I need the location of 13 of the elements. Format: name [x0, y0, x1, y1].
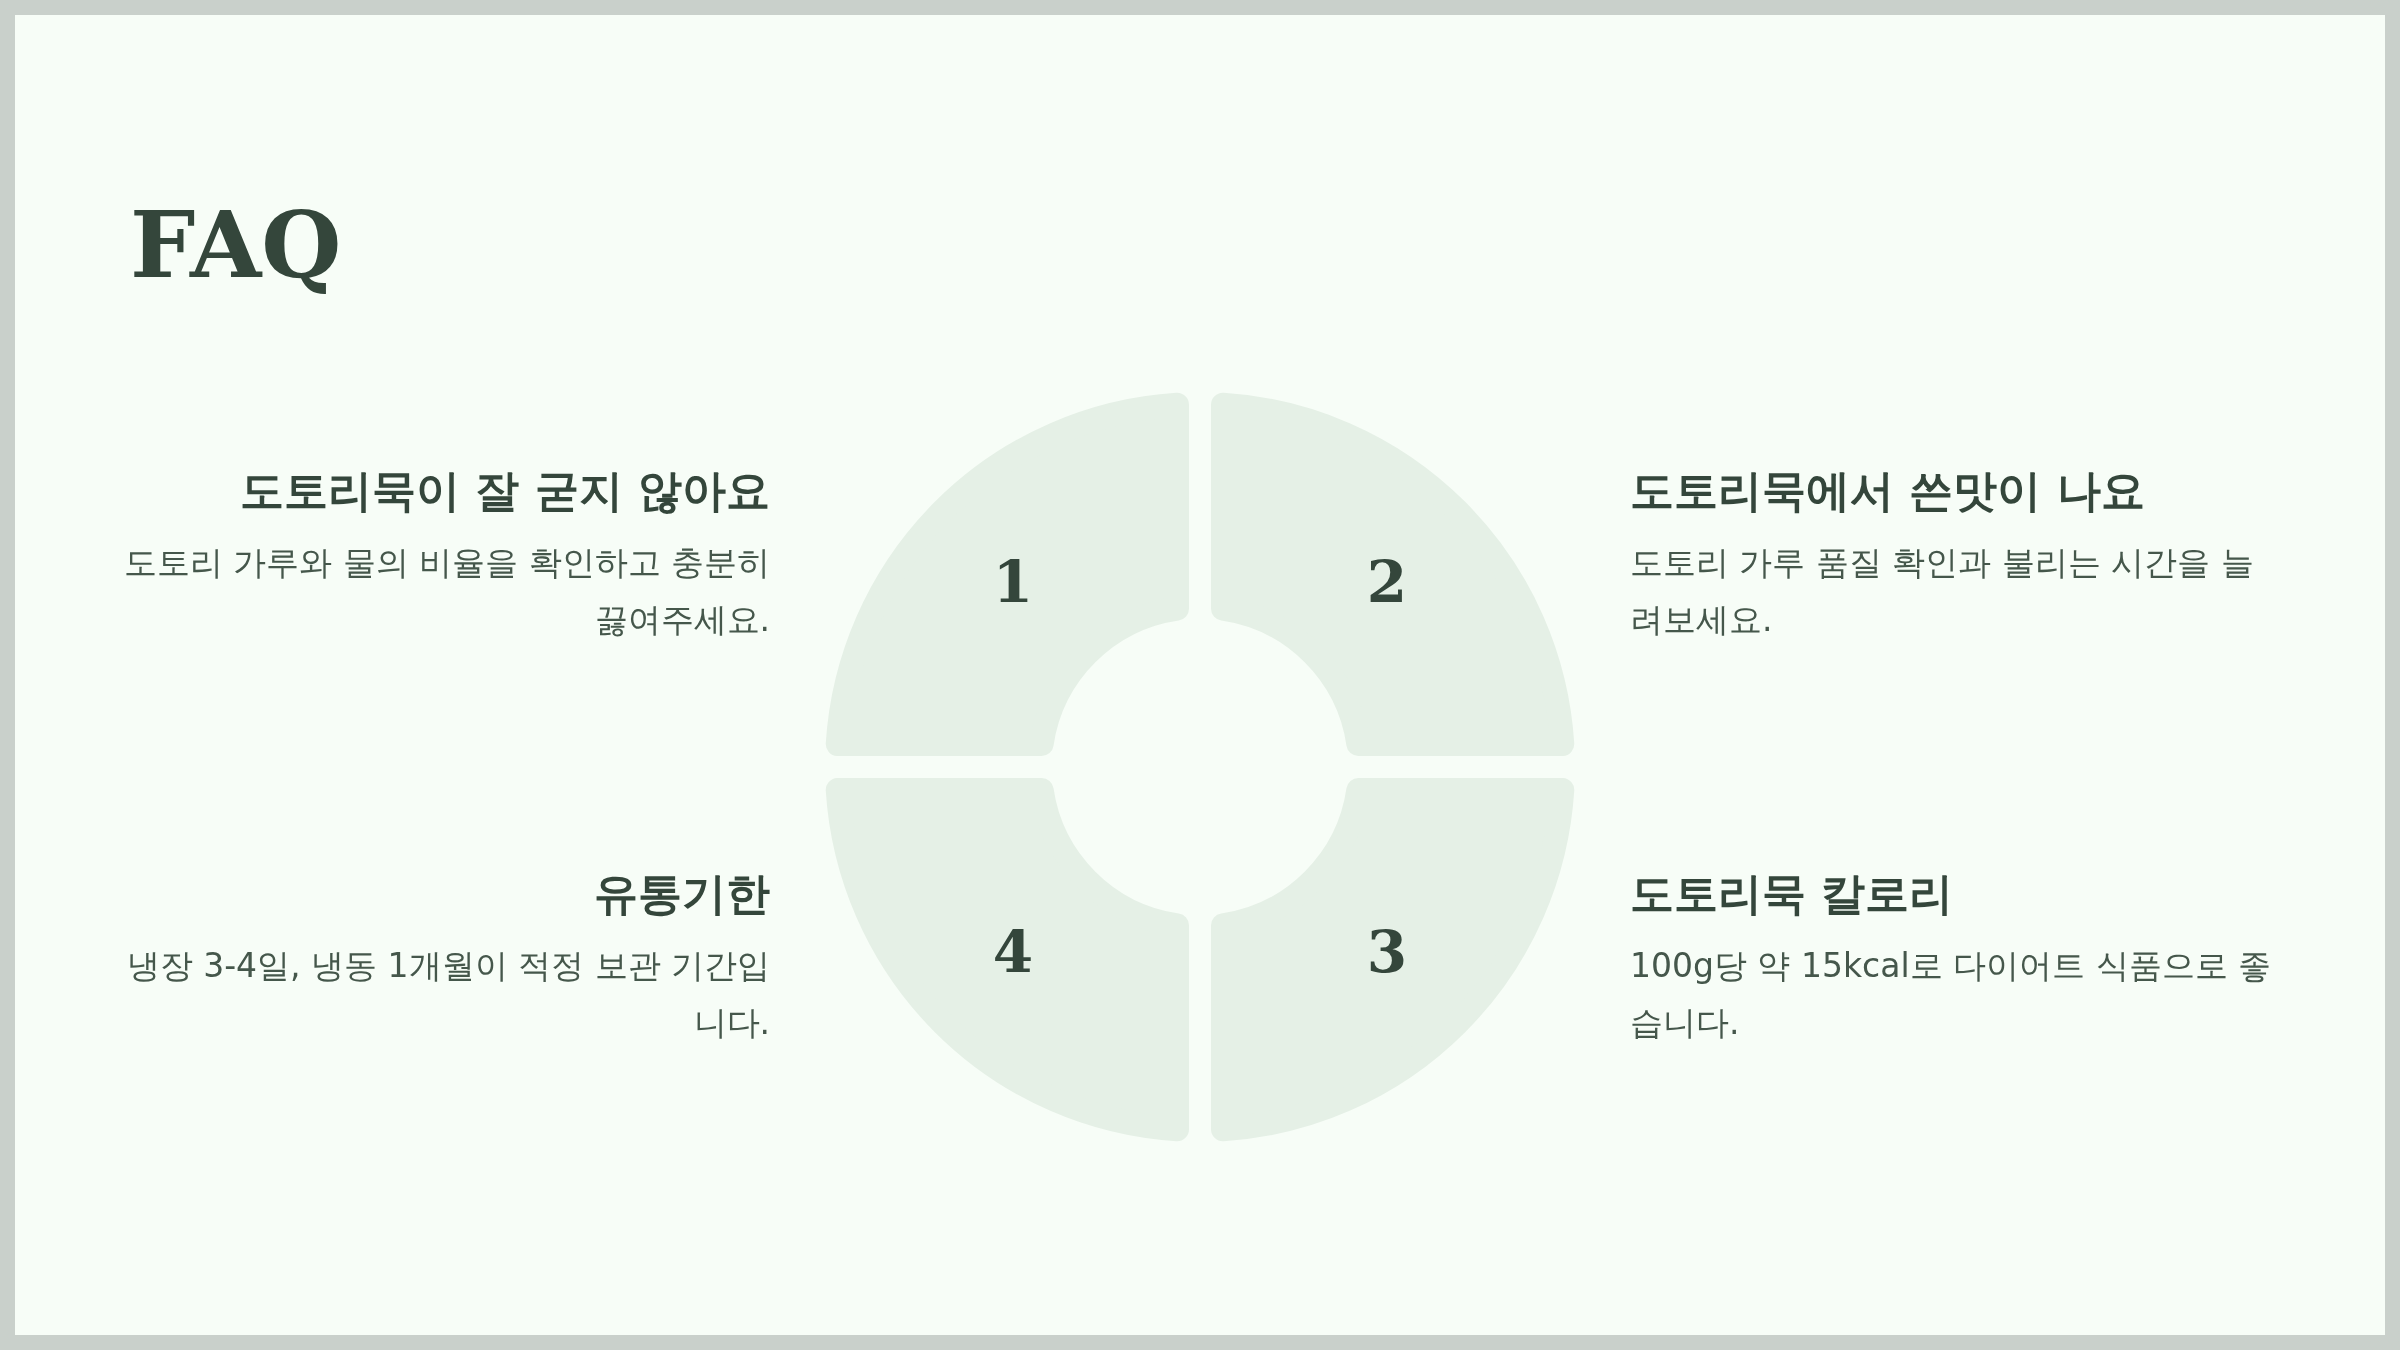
answer-text: 냉장 3-4일, 냉동 1개월이 적정 보관 기간입니다.: [125, 944, 770, 1044]
answer-text: 100g당 약 15kcal로 다이어트 식품으로 좋습니다.: [1630, 944, 2273, 1044]
segment-number: 3: [1366, 923, 1408, 981]
title: FAQ: [130, 195, 342, 297]
answer-text: 도토리 가루와 물의 비율을 확인하고 충분히 끓여주세요.: [122, 541, 770, 641]
answer-text: 도토리 가루 품질 확인과 불리는 시간을 늘려보세요.: [1630, 541, 2255, 641]
segment-number: 4: [992, 923, 1034, 981]
question-heading: 도토리묵에서 쓴맛이 나요: [1630, 465, 2146, 518]
question-heading: 도토리묵이 잘 굳지 않아요: [239, 465, 770, 518]
question-heading: 도토리묵 칼로리: [1630, 868, 1955, 921]
segment-number: 2: [1366, 553, 1408, 611]
question-heading: 유통기한: [593, 868, 770, 921]
segment-number: 1: [992, 553, 1034, 611]
